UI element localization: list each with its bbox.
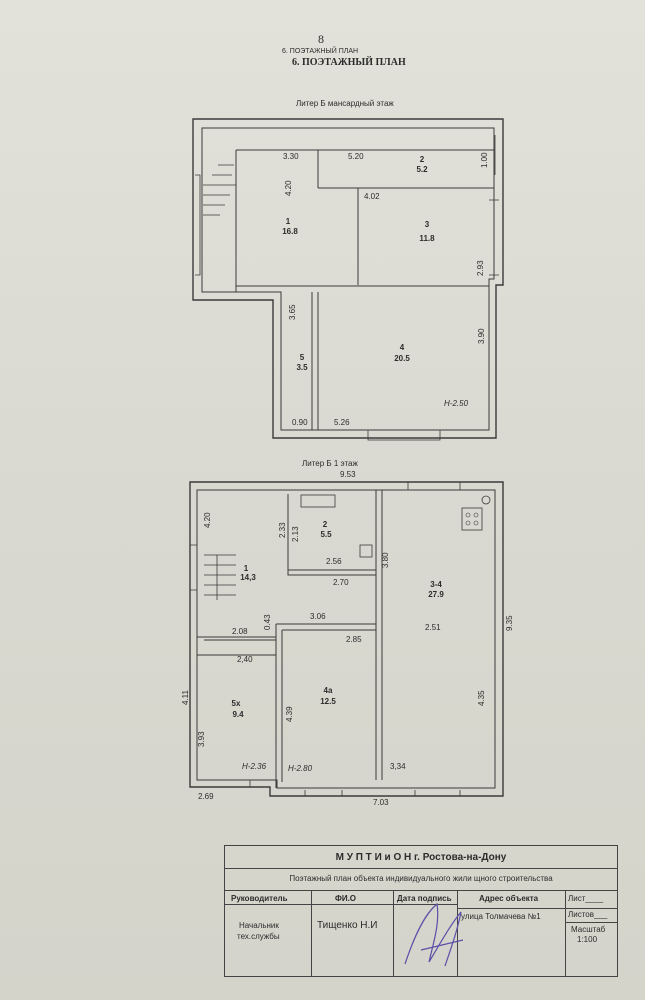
- dimension-label: 4.20: [203, 512, 212, 528]
- dimension-label: 9.35: [505, 615, 514, 631]
- dimension-label: 2,40: [237, 655, 253, 664]
- title-block-subject-row: Поэтажный план объекта индивидуального ж…: [225, 868, 617, 891]
- signature: [404, 902, 464, 967]
- room-area: 20.5: [394, 354, 410, 363]
- dimension-label: 2.85: [346, 635, 362, 644]
- header-sheet: Лист____: [568, 894, 604, 903]
- dimension-label: 1.00: [480, 152, 489, 168]
- dimension-label: 2.13: [291, 526, 300, 542]
- header-address: Адрес объекта: [479, 894, 539, 903]
- dimension-label: 7.03: [373, 798, 389, 807]
- dimension-label: 3,34: [390, 762, 406, 771]
- dimension-label: 0.43: [263, 614, 272, 630]
- room-number: 1: [285, 217, 291, 226]
- header-scale: Масштаб: [571, 925, 606, 934]
- dimension-label: 2.08: [232, 627, 248, 636]
- header-head: Руководитель: [231, 894, 288, 903]
- object-address: улица Толмачева №1: [461, 912, 541, 921]
- room-number: 3: [424, 220, 430, 229]
- room-number: 4а: [323, 686, 333, 695]
- dimension-label: 3.93: [197, 731, 206, 747]
- ceiling-height: H-2.80: [288, 764, 313, 773]
- header-sheets: Листов___: [568, 910, 608, 919]
- dimension-label: 2.33: [278, 522, 287, 538]
- document-subject: Поэтажный план объекта индивидуального ж…: [289, 874, 553, 883]
- dimension-label: 4.20: [284, 180, 293, 196]
- header-sign-date: Дата подпись: [397, 894, 452, 903]
- dimension-label: 4.35: [477, 690, 486, 706]
- room-area: 11.8: [419, 234, 435, 243]
- dimension-label: 2.69: [198, 792, 214, 801]
- room-area: 9.4: [232, 710, 244, 719]
- dimension-label: 5.26: [334, 418, 350, 427]
- header-fio: ФИ.О: [335, 894, 357, 903]
- room-number: 2: [419, 155, 425, 164]
- dimension-label: 3.90: [477, 328, 486, 344]
- page-number: 8: [318, 32, 324, 46]
- first-floor-plan: [189, 481, 504, 797]
- room-number: 2: [322, 520, 328, 529]
- dimension-label: 4.11: [181, 690, 190, 705]
- title-block: М У П Т И и О Н г. Ростова-на-Дону Поэта…: [224, 845, 618, 977]
- dimension-label: 3.65: [288, 304, 297, 320]
- dimension-label: 3.30: [283, 152, 299, 161]
- room-number: 4: [399, 343, 405, 352]
- section-heading: 6. ПОЭТАЖНЫЙ ПЛАН: [292, 57, 406, 68]
- ceiling-height: H-2.36: [242, 762, 267, 771]
- room-number: 1: [243, 564, 249, 573]
- dimension-label: 3.80: [381, 552, 390, 568]
- dimension-label: 2.93: [476, 260, 485, 276]
- room-number: 3-4: [430, 580, 442, 589]
- dimension-label: 3.06: [310, 612, 326, 621]
- room-area: 5.2: [416, 165, 428, 174]
- scale-value: 1:100: [577, 935, 598, 944]
- organization-name: М У П Т И и О Н г. Ростова-на-Дону: [335, 852, 507, 863]
- room-area: 14,3: [240, 573, 256, 582]
- room-area: 3.5: [296, 363, 308, 372]
- dimension-label: 0.90: [292, 418, 308, 427]
- room-area: 12.5: [320, 697, 336, 706]
- dimension-label: 2.70: [333, 578, 349, 587]
- attic-floor-plan: [192, 118, 504, 441]
- ceiling-height: H-2.50: [444, 399, 469, 408]
- dimension-label: 5.20: [348, 152, 364, 161]
- dimension-label: 9.53: [340, 470, 356, 479]
- title-block-org-row: М У П Т И и О Н г. Ростова-на-Дону: [225, 846, 617, 869]
- room-area: 27.9: [428, 590, 444, 599]
- room-number: 5: [299, 353, 305, 362]
- section-heading-small: 6. ПОЭТАЖНЫЙ ПЛАН: [282, 48, 359, 55]
- dimension-label: 2.56: [326, 557, 342, 566]
- room-number: 5х: [231, 699, 241, 708]
- attic-floor-caption: Литер Б мансардный этаж: [296, 99, 394, 108]
- responsible-name: Тищенко Н.И: [317, 920, 378, 931]
- role-line-2: тех.службы: [237, 932, 280, 941]
- room-area: 5.5: [320, 530, 332, 539]
- dimension-label: 4.02: [364, 192, 380, 201]
- role-line-1: Начальник: [239, 921, 279, 930]
- dimension-label: 4.39: [285, 706, 294, 722]
- room-area: 16.8: [282, 227, 298, 236]
- first-floor-caption: Литер Б 1 этаж: [302, 459, 358, 468]
- dimension-label: 2.51: [425, 623, 441, 632]
